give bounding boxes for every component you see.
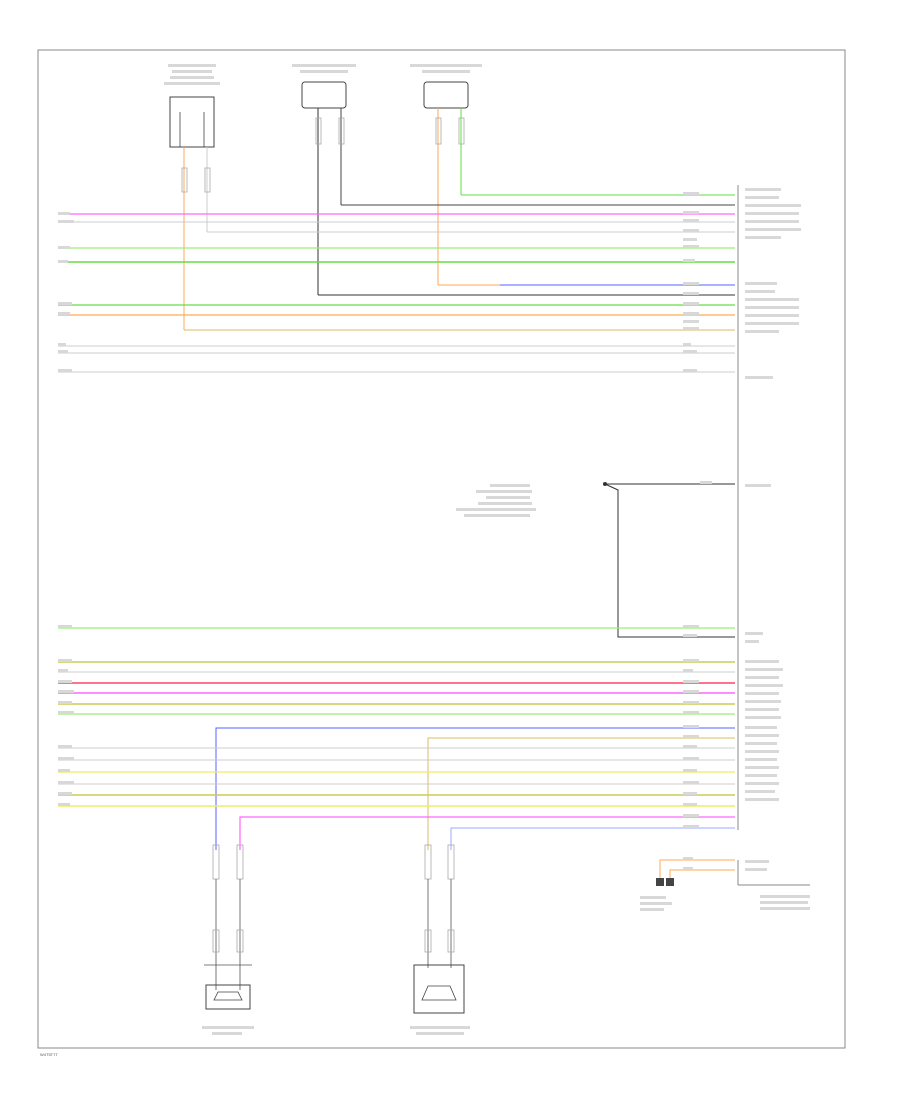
lower-wire-group: [58, 627, 735, 850]
aux-connector: [656, 859, 735, 886]
middle-splice: [603, 482, 735, 638]
top-component-left: [169, 96, 215, 330]
bottom-speaker-right: [413, 844, 465, 1014]
figure-id: W4T5T7T: [40, 1052, 58, 1057]
diagram-frame: [37, 49, 846, 1049]
top-component-right: [423, 81, 469, 285]
upper-wire-group: [58, 194, 735, 373]
tiny-labels: [58, 64, 810, 1035]
top-component-middle: [301, 81, 347, 295]
module-connector: [737, 185, 810, 886]
bottom-speaker-left: [204, 844, 252, 1010]
